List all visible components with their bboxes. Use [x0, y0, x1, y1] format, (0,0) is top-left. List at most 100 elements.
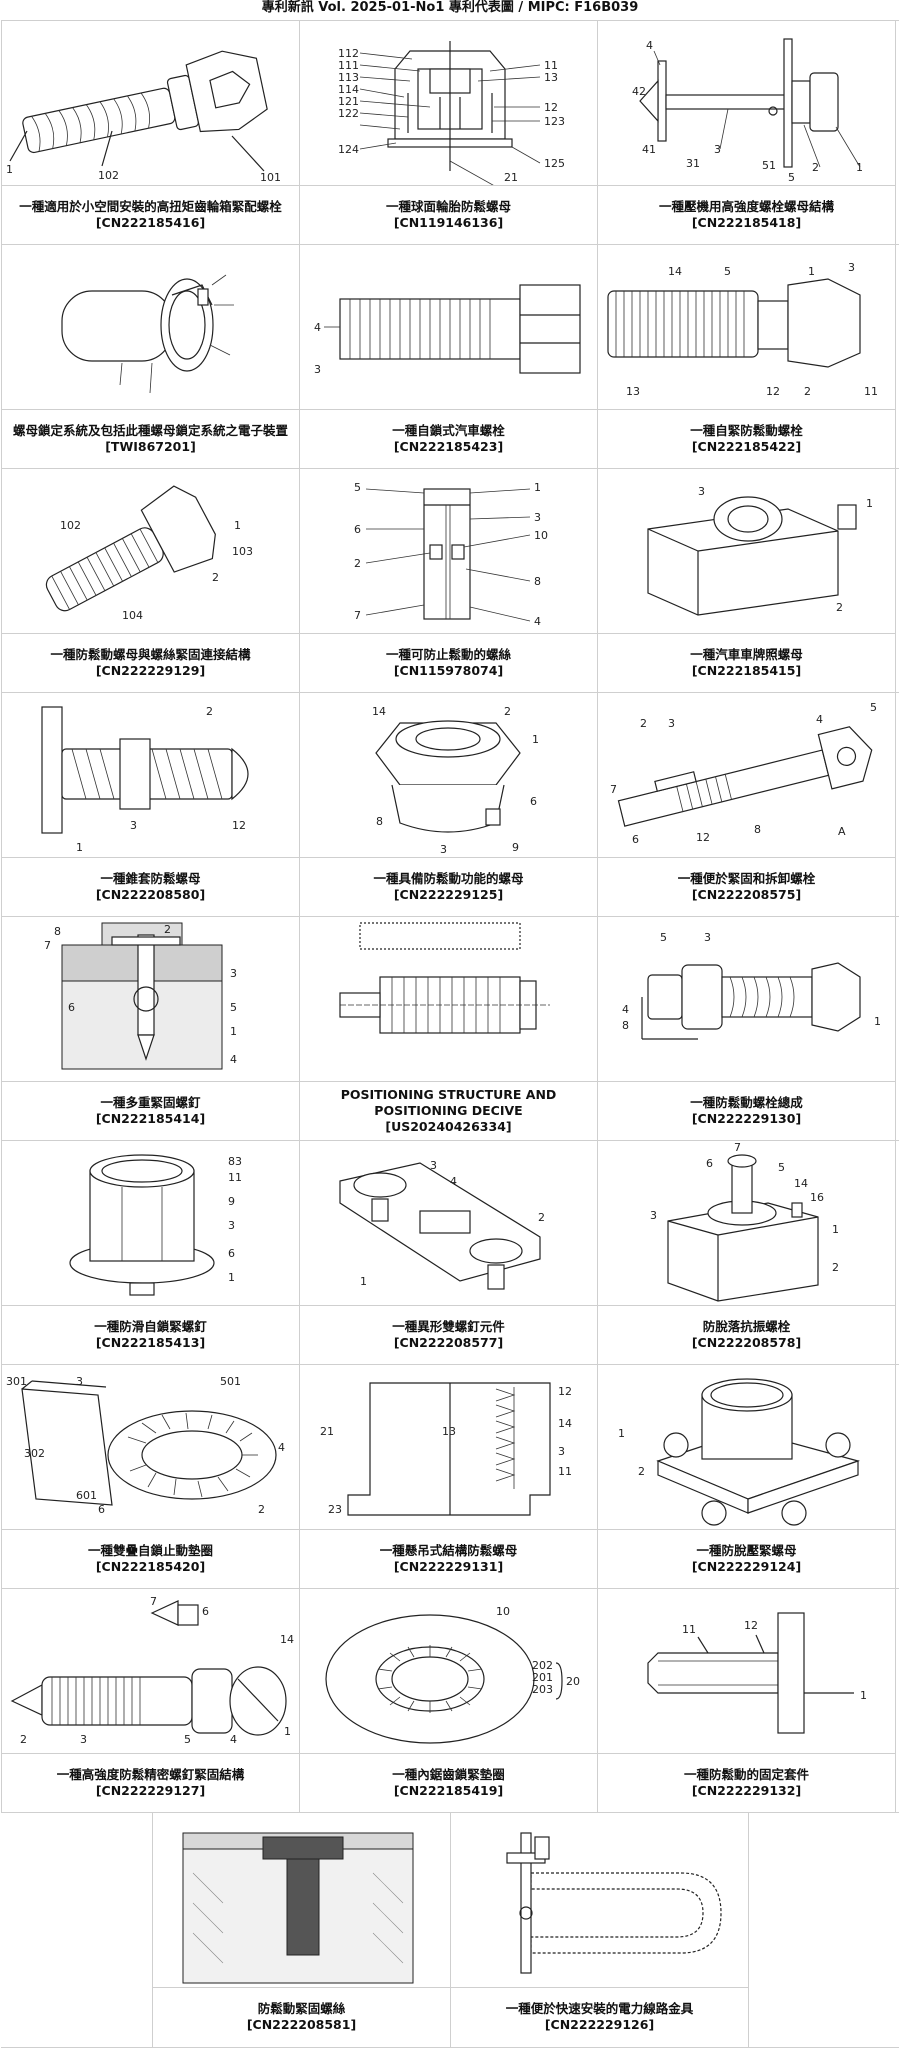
patent-card[interactable]: 112 111 113 114 121 122 124 11 13 12 123…: [299, 21, 598, 245]
patent-number: [CN222229127]: [96, 1783, 205, 1799]
fig-label: 3: [314, 363, 321, 376]
patent-card[interactable]: 7 6 14 2 3 5 4 1 一種高強度防鬆精密螺釘緊固結構 [CN2222…: [1, 1589, 300, 1813]
fig-label: 13: [544, 71, 558, 84]
patent-caption: 一種防鬆動的固定套件 [CN222229132]: [598, 1755, 895, 1811]
hanging-nut-figure: 21 13 12 14 3 11 23: [300, 1365, 597, 1530]
grid-row: 防鬆動緊固螺絲 [CN222208581] 一種便於快速安裝的電力線路金具 [C…: [1, 1813, 899, 2048]
grid-row: 螺母鎖定系統及包括此種螺母鎖定系統之電子裝置 [TWI867201]: [1, 245, 899, 469]
patent-card[interactable]: 83 11 9 3 6 1 一種防滑自鎖緊螺釘 [CN222185413]: [1, 1141, 300, 1365]
patent-title: 一種多重緊固螺釘: [100, 1095, 200, 1111]
patent-caption: 螺母鎖定系統及包括此種螺母鎖定系統之電子裝置 [TWI867201]: [2, 411, 299, 467]
patent-card[interactable]: 2 3 4 5 7 6 12 8 A 一種便於緊固和拆卸螺栓 [CN222208…: [597, 693, 896, 917]
patent-card[interactable]: 螺母鎖定系統及包括此種螺母鎖定系統之電子裝置 [TWI867201]: [1, 245, 300, 469]
fig-label: 51: [762, 159, 776, 172]
patent-caption: 一種錐套防鬆螺母 [CN222208580]: [2, 859, 299, 915]
patent-caption: 一種高強度防鬆精密螺釘緊固結構 [CN222229127]: [2, 1755, 299, 1811]
patent-number: [CN222185413]: [96, 1335, 205, 1351]
fig-label: 1: [234, 519, 241, 532]
fig-label: 1: [284, 1725, 291, 1738]
fig-label: 101: [260, 171, 281, 184]
fig-label: 9: [228, 1195, 235, 1208]
fig-label: 1: [874, 1015, 881, 1028]
patent-card[interactable]: 1 2 103 104 102 一種防鬆動螺母與螺絲緊固連接結構 [CN2222…: [1, 469, 300, 693]
patent-card[interactable]: 4 42 41 31 3 51 5 2 1 一種壓機用高強度螺栓螺母結構 [CN…: [597, 21, 896, 245]
fig-label: 3: [80, 1733, 87, 1746]
patent-number: [CN222229125]: [394, 887, 503, 903]
patent-card[interactable]: 3 1 2 一種汽車車牌照螺母 [CN222185415]: [597, 469, 896, 693]
fig-label: 3: [650, 1209, 657, 1222]
fig-label: 3: [130, 819, 137, 832]
patent-title: 一種適用於小空間安裝的高扭矩齒輪箱緊配螺栓: [19, 199, 282, 215]
patent-caption: 一種懸吊式結構防鬆螺母 [CN222229131]: [300, 1531, 597, 1587]
fig-label: 12: [232, 819, 246, 832]
fig-label: 2: [640, 717, 647, 730]
patent-card[interactable]: 3 4 2 1 一種異形雙螺釘元件 [CN222208577]: [299, 1141, 598, 1365]
patent-card[interactable]: 5 3 4 8 1 一種防鬆動螺栓總成 [CN222229130]: [597, 917, 896, 1141]
fig-label: 5: [724, 265, 731, 278]
patent-title: 一種防鬆動螺母與螺絲緊固連接結構: [50, 647, 250, 663]
patent-card[interactable]: 14 5 1 3 13 12 2 11 一種自緊防鬆動螺栓 [CN2221854…: [597, 245, 896, 469]
patent-number: [CN222208578]: [692, 1335, 801, 1351]
fig-label: 6: [530, 795, 537, 808]
fig-label: 14: [280, 1633, 294, 1646]
fig-label: 104: [122, 609, 143, 622]
fig-label: 11: [682, 1623, 696, 1636]
fig-label: 14: [372, 705, 386, 718]
patent-number: [CN222229126]: [545, 2017, 654, 2033]
patent-number: [CN222208581]: [247, 2017, 356, 2033]
fig-label: 1: [360, 1275, 367, 1288]
patent-title: 一種內鋸齒鎖緊墊圈: [392, 1767, 505, 1783]
patent-card[interactable]: 14 2 1 6 8 3 9 一種具備防鬆動功能的螺母 [CN222229125…: [299, 693, 598, 917]
patent-grid: 1 102 101 一種適用於小空間安裝的高扭矩齒輪箱緊配螺栓 [CN22218…: [1, 20, 899, 2048]
fig-label: 21: [320, 1425, 334, 1438]
bolt-assembly-figure: 5 3 4 8 1: [598, 917, 895, 1082]
patent-card[interactable]: 1 102 101 一種適用於小空間安裝的高扭矩齒輪箱緊配螺栓 [CN22218…: [1, 21, 300, 245]
patent-caption: 一種內鋸齒鎖緊墊圈 [CN222185419]: [300, 1755, 597, 1811]
patent-caption: 一種自緊防鬆動螺栓 [CN222185422]: [598, 411, 895, 467]
fig-label: 1: [228, 1271, 235, 1284]
patent-card[interactable]: 4 3 一種自鎖式汽車螺栓 [CN222185423]: [299, 245, 598, 469]
patent-number: [CN119146136]: [394, 215, 503, 231]
grid-row: 2 3 12 1 一種錐套防鬆螺母 [CN222208580]: [1, 693, 899, 917]
patent-card[interactable]: 防鬆動緊固螺絲 [CN222208581]: [152, 1813, 451, 2048]
fig-label: 4: [646, 39, 653, 52]
patent-title: POSITIONING STRUCTURE AND POSITIONING DE…: [304, 1087, 593, 1119]
patent-caption: 一種防鬆動螺栓總成 [CN222229130]: [598, 1083, 895, 1139]
patent-card[interactable]: 2 8 7 3 6 5 1 4 一種多重緊固螺釘 [CN222185414]: [1, 917, 300, 1141]
patent-number: [US20240426334]: [385, 1119, 511, 1135]
patent-card[interactable]: POSITIONING STRUCTURE AND POSITIONING DE…: [299, 917, 598, 1141]
patent-caption: 一種適用於小空間安裝的高扭矩齒輪箱緊配螺栓 [CN222185416]: [2, 187, 299, 243]
cone-nut-figure: 2 3 12 1: [2, 693, 299, 858]
fig-label: 2: [804, 385, 811, 398]
fig-label: 6: [354, 523, 361, 536]
patent-card[interactable]: 10 202 201 203 20 一種內鋸齒鎖緊墊圈 [CN222185419…: [299, 1589, 598, 1813]
patent-card[interactable]: 7 6 5 14 16 3 1 2 防脫落抗振螺栓 [CN222208578]: [597, 1141, 896, 1365]
fig-label: 8: [54, 925, 61, 938]
fig-label: 1: [618, 1427, 625, 1440]
patent-title: 一種高強度防鬆精密螺釘緊固結構: [57, 1767, 245, 1783]
anti-loose-nut-figure: 14 2 1 6 8 3 9: [300, 693, 597, 858]
patent-card[interactable]: 301 3 501 302 601 6 2 4 一種雙疊自鎖止動墊圈 [CN22…: [1, 1365, 300, 1589]
patent-card[interactable]: 11 12 1 一種防鬆動的固定套件 [CN222229132]: [597, 1589, 896, 1813]
fig-label: 9: [512, 841, 519, 854]
patent-card[interactable]: 1 2 一種防脫壓緊螺母 [CN222229124]: [597, 1365, 896, 1589]
fig-label: 23: [328, 1503, 342, 1516]
fig-label: 3: [430, 1159, 437, 1172]
fig-label: 8: [376, 815, 383, 828]
patent-card[interactable]: 21 13 12 14 3 11 23 一種懸吊式結構防鬆螺母 [CN22222…: [299, 1365, 598, 1589]
fig-label: 2: [832, 1261, 839, 1274]
patent-caption: 一種汽車車牌照螺母 [CN222185415]: [598, 635, 895, 691]
fig-label: 1: [866, 497, 873, 510]
patent-title: 一種具備防鬆動功能的螺母: [373, 871, 523, 887]
fig-label: 302: [24, 1447, 45, 1460]
patent-number: [CN222229132]: [692, 1783, 801, 1799]
patent-number: [CN222185414]: [96, 1111, 205, 1127]
patent-caption: 一種異形雙螺釘元件 [CN222208577]: [300, 1307, 597, 1363]
patent-card[interactable]: 一種便於快速安裝的電力線路金具 [CN222229126]: [450, 1813, 749, 2048]
patent-title: 螺母鎖定系統及包括此種螺母鎖定系統之電子裝置: [13, 423, 288, 439]
fig-label: 5: [788, 171, 795, 184]
screw-section-figure: 5 1 6 3 10 2 8 7 4: [300, 469, 597, 634]
patent-card[interactable]: 5 1 6 3 10 2 8 7 4 一種可防止鬆動的螺絲 [CN1159780…: [299, 469, 598, 693]
fig-label: 5: [354, 481, 361, 494]
patent-card[interactable]: 2 3 12 1 一種錐套防鬆螺母 [CN222208580]: [1, 693, 300, 917]
